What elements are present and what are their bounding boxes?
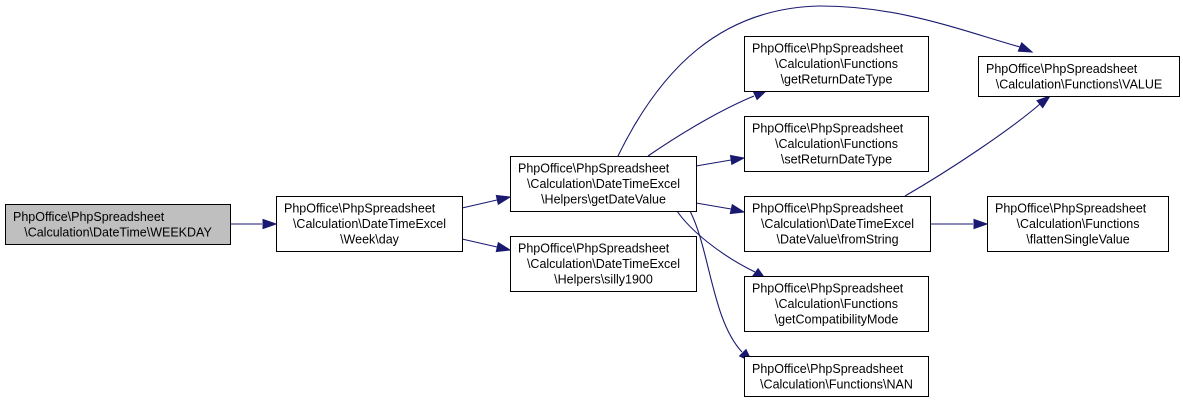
nodes-layer: PhpOffice\PhpSpreadsheet\Calculation\Dat… (5, 36, 1180, 397)
node-label-line: \Helpers\getDateValue (541, 193, 666, 207)
node-get-compatibility-mode[interactable]: PhpOffice\PhpSpreadsheet\Calculation\Fun… (744, 276, 929, 332)
arrowhead-icon (729, 203, 746, 215)
node-label-line: \Calculation\Functions (775, 137, 898, 151)
node-label-line: PhpOffice\PhpSpreadsheet (752, 42, 904, 56)
node-flatten-single-value[interactable]: PhpOffice\PhpSpreadsheet\Calculation\Fun… (987, 196, 1169, 252)
node-label-line: \setReturnDateType (781, 153, 892, 167)
edges-layer (230, 5, 1052, 364)
node-label-line: \getCompatibilityMode (775, 313, 899, 327)
edge-line (695, 202, 732, 210)
arrowhead-icon (1036, 95, 1052, 109)
node-nan[interactable]: PhpOffice\PhpSpreadsheet\Calculation\Fun… (744, 356, 929, 397)
edge-get_date_value-to-value (617, 5, 1034, 157)
node-box (276, 196, 463, 252)
edge-line (461, 238, 498, 248)
edge-get_date_value-to-from_string (695, 202, 746, 215)
node-box (744, 196, 931, 252)
node-box (978, 56, 1180, 97)
node-label-line: \Calculation\DateTimeExcel (527, 257, 680, 271)
node-from-string[interactable]: PhpOffice\PhpSpreadsheet\Calculation\Dat… (744, 196, 931, 252)
node-week-day[interactable]: PhpOffice\PhpSpreadsheet\Calculation\Dat… (276, 196, 463, 252)
edge-get_date_value-to-nan (689, 210, 754, 364)
node-label-line: \flattenSingleValue (1026, 233, 1129, 247)
arrowhead-icon (495, 194, 512, 206)
node-box (510, 156, 697, 212)
node-box (744, 276, 929, 332)
node-box (744, 36, 929, 92)
edge-line (695, 159, 732, 167)
node-label-line: \Calculation\DateTime\WEEKDAY (24, 225, 212, 239)
edge-line (904, 103, 1041, 197)
node-label-line: \Calculation\DateTimeExcel (761, 217, 914, 231)
edge-from_string-to-flatten_single_value (930, 218, 989, 230)
node-label-line: \Calculation\Functions\VALUE (996, 77, 1163, 91)
node-box (744, 116, 929, 172)
edge-get_date_value-to-set_return_date_type (695, 154, 746, 167)
node-label-line: \Calculation\Functions (1017, 217, 1140, 231)
node-label-line: PhpOffice\PhpSpreadsheet (284, 202, 436, 216)
arrowhead-icon (729, 154, 746, 166)
edge-from_string-to-value (904, 95, 1052, 197)
node-box (510, 236, 697, 292)
node-label-line: PhpOffice\PhpSpreadsheet (995, 202, 1147, 216)
edge-line (676, 210, 756, 273)
node-box (5, 204, 231, 245)
edge-line (617, 5, 1021, 157)
node-label-line: \Week\day (340, 233, 400, 247)
node-label-line: \Calculation\Functions (775, 297, 898, 311)
edge-week_day-to-silly1900 (461, 238, 512, 253)
arrowhead-icon (262, 218, 278, 230)
arrowhead-icon (973, 218, 989, 230)
node-label-line: \DateValue\fromString (776, 233, 898, 247)
node-label-line: \getReturnDateType (781, 73, 893, 87)
node-weekday[interactable]: PhpOffice\PhpSpreadsheet\Calculation\Dat… (5, 204, 231, 245)
node-silly1900[interactable]: PhpOffice\PhpSpreadsheet\Calculation\Dat… (510, 236, 697, 292)
node-label-line: \Calculation\Functions (775, 57, 898, 71)
edge-week_day-to-get_date_value (461, 194, 512, 209)
node-box (744, 356, 929, 397)
node-value[interactable]: PhpOffice\PhpSpreadsheet\Calculation\Fun… (978, 56, 1180, 97)
node-label-line: PhpOffice\PhpSpreadsheet (752, 122, 904, 136)
node-get-return-date-type[interactable]: PhpOffice\PhpSpreadsheet\Calculation\Fun… (744, 36, 929, 92)
node-label-line: PhpOffice\PhpSpreadsheet (13, 210, 165, 224)
arrowhead-icon (1017, 41, 1034, 53)
node-label-line: \Calculation\Functions\NAN (760, 377, 913, 391)
node-label-line: PhpOffice\PhpSpreadsheet (752, 282, 904, 296)
node-label-line: \Helpers\silly1900 (554, 273, 653, 287)
edge-line (689, 210, 743, 353)
edge-weekday-to-week_day (230, 218, 278, 230)
edge-line (461, 199, 498, 209)
node-label-line: \Calculation\DateTimeExcel (527, 177, 680, 191)
node-label-line: PhpOffice\PhpSpreadsheet (752, 202, 904, 216)
node-label-line: PhpOffice\PhpSpreadsheet (752, 362, 904, 376)
node-label-line: PhpOffice\PhpSpreadsheet (986, 62, 1138, 76)
node-set-return-date-type[interactable]: PhpOffice\PhpSpreadsheet\Calculation\Fun… (744, 116, 929, 172)
node-box (987, 196, 1169, 252)
edge-get_date_value-to-get_return_date_type (647, 89, 769, 157)
node-label-line: PhpOffice\PhpSpreadsheet (518, 242, 670, 256)
edge-line (647, 95, 755, 157)
node-label-line: PhpOffice\PhpSpreadsheet (518, 162, 670, 176)
node-label-line: \Calculation\DateTimeExcel (293, 217, 446, 231)
arrowhead-icon (495, 241, 512, 253)
node-get-date-value[interactable]: PhpOffice\PhpSpreadsheet\Calculation\Dat… (510, 156, 697, 212)
